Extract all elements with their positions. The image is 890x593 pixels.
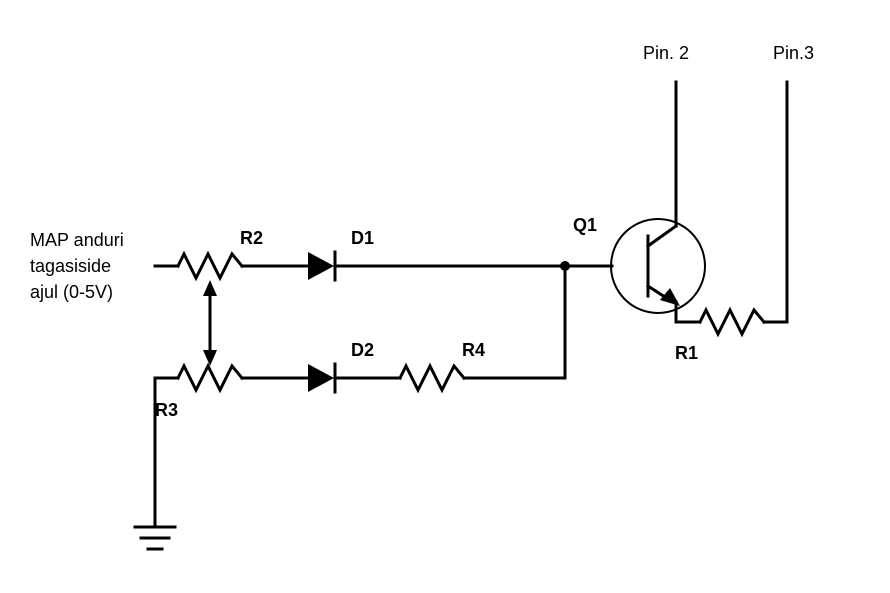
pin3-label: Pin.3: [773, 43, 814, 63]
r1-label: R1: [675, 343, 698, 363]
q1-label: Q1: [573, 215, 597, 235]
r4-label: R4: [462, 340, 485, 360]
input-label-line1: MAP anduri: [30, 230, 124, 250]
wire-r1-pin3: [762, 80, 789, 324]
d2-diode: [308, 362, 337, 394]
r2-label: R2: [240, 228, 263, 248]
d1-diode: [308, 250, 337, 282]
r3-label: R3: [155, 400, 178, 420]
q1-transistor: [610, 218, 706, 314]
wiper-link-arrow: [203, 280, 217, 366]
r3-resistor: [175, 362, 245, 394]
wire-r4-junction: [462, 264, 567, 380]
input-label-line3: ajul (0-5V): [30, 282, 113, 302]
input-label-line2: tagasiside: [30, 256, 111, 276]
r4-resistor: [397, 362, 467, 394]
pin2-label: Pin. 2: [643, 43, 689, 63]
wire-ground-r3: [153, 376, 180, 527]
wire-emitter-r1: [674, 300, 702, 324]
r2-resistor: [175, 250, 245, 282]
ground-icon: [133, 525, 177, 551]
d2-label: D2: [351, 340, 374, 360]
d1-label: D1: [351, 228, 374, 248]
r1-resistor: [697, 306, 767, 338]
